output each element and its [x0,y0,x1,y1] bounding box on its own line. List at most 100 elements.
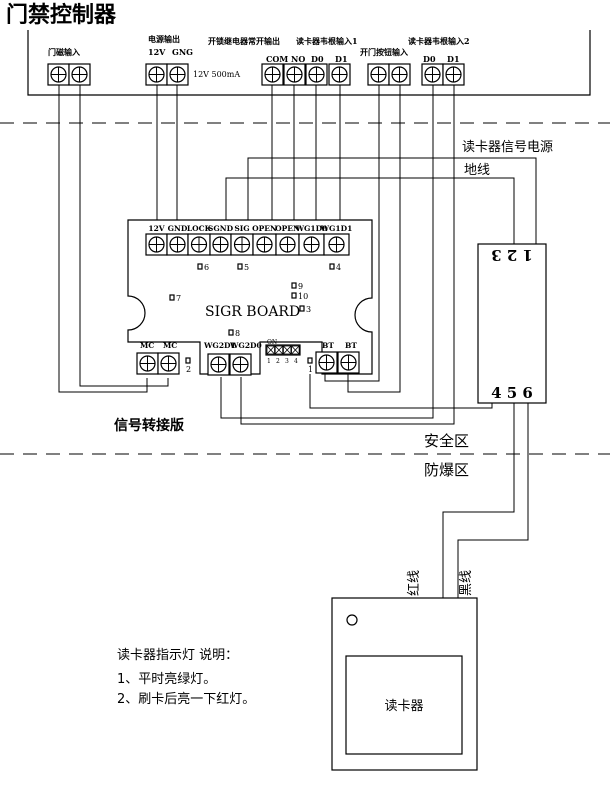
mc-pin-1: MC [140,341,154,350]
wires [58,85,537,598]
board-terminal-open-6[interactable] [275,233,300,256]
marker-7: 7 [176,294,181,303]
board-terminal-wg1d0-7[interactable] [298,233,325,256]
wiegand1-label: 读卡器韦根输入1 [296,36,358,46]
board-terminal-mc-2[interactable] [157,352,180,375]
board-top-pin-label: SIG [234,224,249,233]
board-terminal-bt-1[interactable] [315,351,338,374]
wg2-pin-d1: WG2D1 [203,341,236,350]
indicator-notes: 读卡器指示灯 说明： 1、平时亮绿灯。 2、刷卡后亮一下红灯。 [117,648,255,707]
board-top-pin-label: 12V [148,224,164,233]
wiegand2-label: 读卡器韦根输入2 [408,36,470,46]
board-top-pin-label: WG1D1 [320,224,353,233]
relay-terminal-com[interactable] [261,63,284,86]
board-top-pin-label: OPEN [275,224,300,233]
power-terminal-gng[interactable] [166,63,189,86]
board-terminal-wg2d0[interactable] [229,353,252,376]
board-terminal-lock-2[interactable] [187,233,211,256]
black-wire-label: 黑线 [459,570,474,596]
board-terminal-mc-1[interactable] [136,352,159,375]
marker-6: 6 [204,263,209,272]
dip-num-1: 1 [267,358,271,365]
board-top-pin-label: SGND [208,224,234,233]
board-terminals [136,233,360,376]
marker-5: 5 [244,263,249,272]
wire-button-2 [347,85,401,393]
wire-wg2-d1 [240,85,455,425]
wiegand2-terminal-d1[interactable] [442,63,465,86]
door-sensor-terminal-2[interactable] [68,63,91,86]
card-reader: 读卡器 红线 黑线 [331,570,478,771]
marker-3: 3 [306,305,311,314]
reader-indicator-led [346,614,358,626]
controller-terminals [47,63,465,86]
wire-door-sensor-1 [58,85,148,393]
ground-label: 地线 [464,163,490,178]
board-terminal-bt-2[interactable] [337,351,360,374]
marker-4: 4 [336,263,341,272]
reader-label: 读卡器 [384,699,423,714]
dip-switch[interactable]: ON 1 2 3 4 [265,339,301,365]
notes-line-1: 1、平时亮绿灯。 [117,671,216,687]
wiegand1-pin-d0: D0 [311,54,324,64]
safe-zone-label: 安全区 [424,432,469,450]
wiegand1-pin-d1: D1 [335,54,348,64]
door-sensor-terminal-1[interactable] [47,63,70,86]
door-sensor-label: 门磁输入 [48,47,80,57]
bt-pin-2: BT [345,341,357,350]
wire-module-signal-power [247,157,537,244]
marker-1: 1 [308,365,313,374]
bt-pin-1: BT [322,341,334,350]
board-top-pin-label: WG1D0 [295,224,328,233]
wire-module-ground [225,177,515,244]
notes-title: 读卡器指示灯 说明： [117,648,238,663]
dip-on-label: ON [267,339,277,346]
power-rating: 12V 500mA [193,70,240,79]
marker-10: 10 [298,292,308,301]
board-terminal-12v-0[interactable] [145,233,168,256]
relay-pin-com: COM [266,54,288,64]
wire-wg2-d0 [220,85,434,419]
dip-num-4: 4 [294,358,298,365]
board-terminal-gnd-1[interactable] [166,233,189,256]
wg2-pin-d0: WG2D0 [229,341,262,350]
board-top-pin-label: LOCK [187,224,212,233]
marker-2: 2 [186,365,191,374]
controller-title: 门禁控制器 [6,2,117,28]
board-terminal-sgnd-3[interactable] [209,233,232,256]
controller: 门禁控制器 门磁输入 电源输出 12V GNG 12V 500mA 开锁继电器常… [6,2,591,96]
board-top-pin-label: OPEN [252,224,277,233]
reader-interface-module: 1 2 3 4 5 6 读卡器信号电源 地线 [462,140,553,404]
wiegand2-terminal-d0[interactable] [421,63,444,86]
power-pin-12v: 12V [148,47,166,57]
reader-window [345,655,463,755]
red-wire-label: 红线 [406,570,422,596]
wire-module-loop-1 [309,374,493,409]
dip-num-2: 2 [276,358,280,365]
power-pin-gng: GNG [172,47,193,57]
relay-output-label: 开锁继电器常开输出 [208,36,280,46]
wiegand2-pin-d1: D1 [447,54,460,64]
button-terminal-2[interactable] [388,63,411,86]
board-name: SIGR BOARD [205,304,300,320]
wiegand1-terminal-d0[interactable] [305,63,328,86]
wiegand2-pin-d0: D0 [423,54,436,64]
button-input-label: 开门按钮输入 [360,47,408,57]
board-terminal-sig-4[interactable] [230,233,254,256]
wire-button-1 [324,85,380,382]
power-terminal-12v[interactable] [145,63,168,86]
relay-pin-no: NO [291,54,305,64]
signal-power-label: 读卡器信号电源 [462,140,553,155]
button-terminal-1[interactable] [367,63,390,86]
board-terminal-wg1d1-8[interactable] [323,233,350,256]
board-terminal-open-5[interactable] [252,233,277,256]
wiegand1-terminal-d1[interactable] [328,63,351,86]
wire-reader-red [442,403,515,598]
relay-terminal-no[interactable] [283,63,306,86]
board-top-pin-label: GND [168,224,188,233]
explosion-zone-label: 防爆区 [424,461,469,479]
board-terminal-wg2d1[interactable] [207,353,230,376]
